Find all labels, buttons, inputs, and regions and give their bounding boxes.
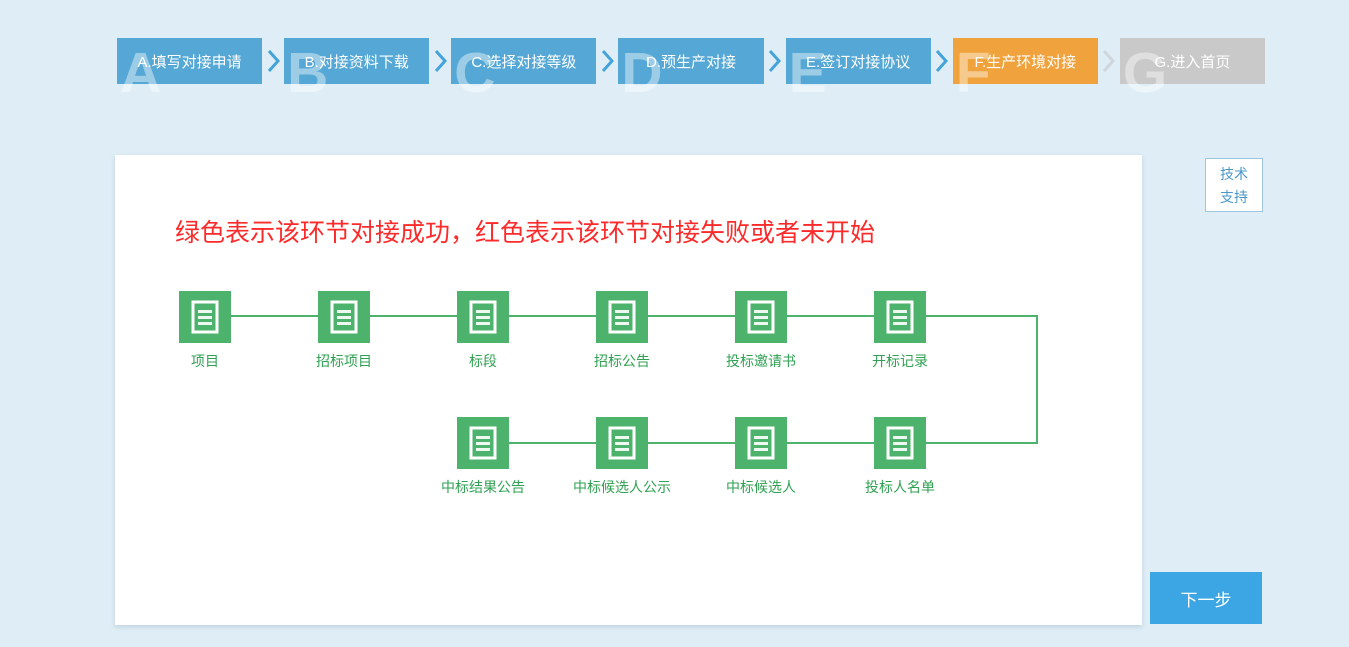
chevron-right-icon [764, 38, 786, 84]
step-label: E.签订对接协议 [806, 53, 911, 71]
document-icon [179, 291, 231, 343]
document-icon [457, 291, 509, 343]
stepper: A A.填写对接申请 B B.对接资料下载 C C.选择对接等级 D D.预生产… [117, 38, 1265, 102]
flow-node-label: 投标人名单 [865, 479, 935, 495]
tech-support-line2: 支持 [1220, 189, 1248, 205]
document-icon [874, 291, 926, 343]
tech-support-button[interactable]: 技术 支持 [1205, 158, 1263, 212]
step-d-pre-production[interactable]: D D.预生产对接 [618, 38, 764, 102]
chevron-right-icon [1098, 38, 1120, 84]
chevron-right-icon [262, 38, 284, 84]
flow-connector-line [1036, 315, 1038, 444]
step-label: G.进入首页 [1154, 53, 1231, 71]
next-step-label: 下一步 [1180, 590, 1232, 610]
document-icon [318, 291, 370, 343]
flow-node-label: 投标邀请书 [726, 353, 796, 369]
flow-node-label: 项目 [191, 353, 219, 369]
step-label: B.对接资料下载 [304, 53, 409, 71]
step-a-fill-application[interactable]: A A.填写对接申请 [117, 38, 263, 102]
step-b-download-material[interactable]: B B.对接资料下载 [284, 38, 430, 102]
flow-node-label: 中标结果公告 [441, 479, 525, 495]
document-icon [596, 417, 648, 469]
step-label: D.预生产对接 [645, 53, 736, 71]
step-c-select-level[interactable]: C C.选择对接等级 [451, 38, 597, 102]
flow-node-label: 中标候选人公示 [573, 479, 671, 495]
flow-node-label: 开标记录 [872, 353, 928, 369]
chevron-right-icon [429, 38, 451, 84]
step-g-enter-homepage[interactable]: G G.进入首页 [1119, 38, 1265, 102]
chevron-right-icon [596, 38, 618, 84]
document-icon [735, 417, 787, 469]
step-label: F.生产环境对接 [974, 53, 1077, 71]
step-e-sign-agreement[interactable]: E E.签订对接协议 [785, 38, 931, 102]
flow-connector-line [900, 315, 1038, 317]
chevron-right-icon [931, 38, 953, 84]
tech-support-line1: 技术 [1220, 166, 1248, 182]
flow-node-label: 招标公告 [594, 353, 650, 369]
document-icon [874, 417, 926, 469]
legend-text: 绿色表示该环节对接成功，红色表示该环节对接失败或者未开始 [175, 219, 876, 247]
flow-connector-line [205, 315, 900, 317]
flow-node-label: 中标候选人 [726, 479, 796, 495]
flow-node-label: 招标项目 [316, 353, 372, 369]
step-label: A.填写对接申请 [137, 53, 242, 71]
document-icon [596, 291, 648, 343]
document-icon [457, 417, 509, 469]
step-f-production-connect[interactable]: F F.生产环境对接 [952, 38, 1098, 102]
flow-node-label: 标段 [469, 353, 497, 369]
main-panel: 绿色表示该环节对接成功，红色表示该环节对接失败或者未开始 项目 招标项目 标段 … [115, 155, 1142, 625]
step-label: C.选择对接等级 [471, 53, 577, 71]
document-icon [735, 291, 787, 343]
next-step-button[interactable]: 下一步 [1150, 572, 1262, 624]
